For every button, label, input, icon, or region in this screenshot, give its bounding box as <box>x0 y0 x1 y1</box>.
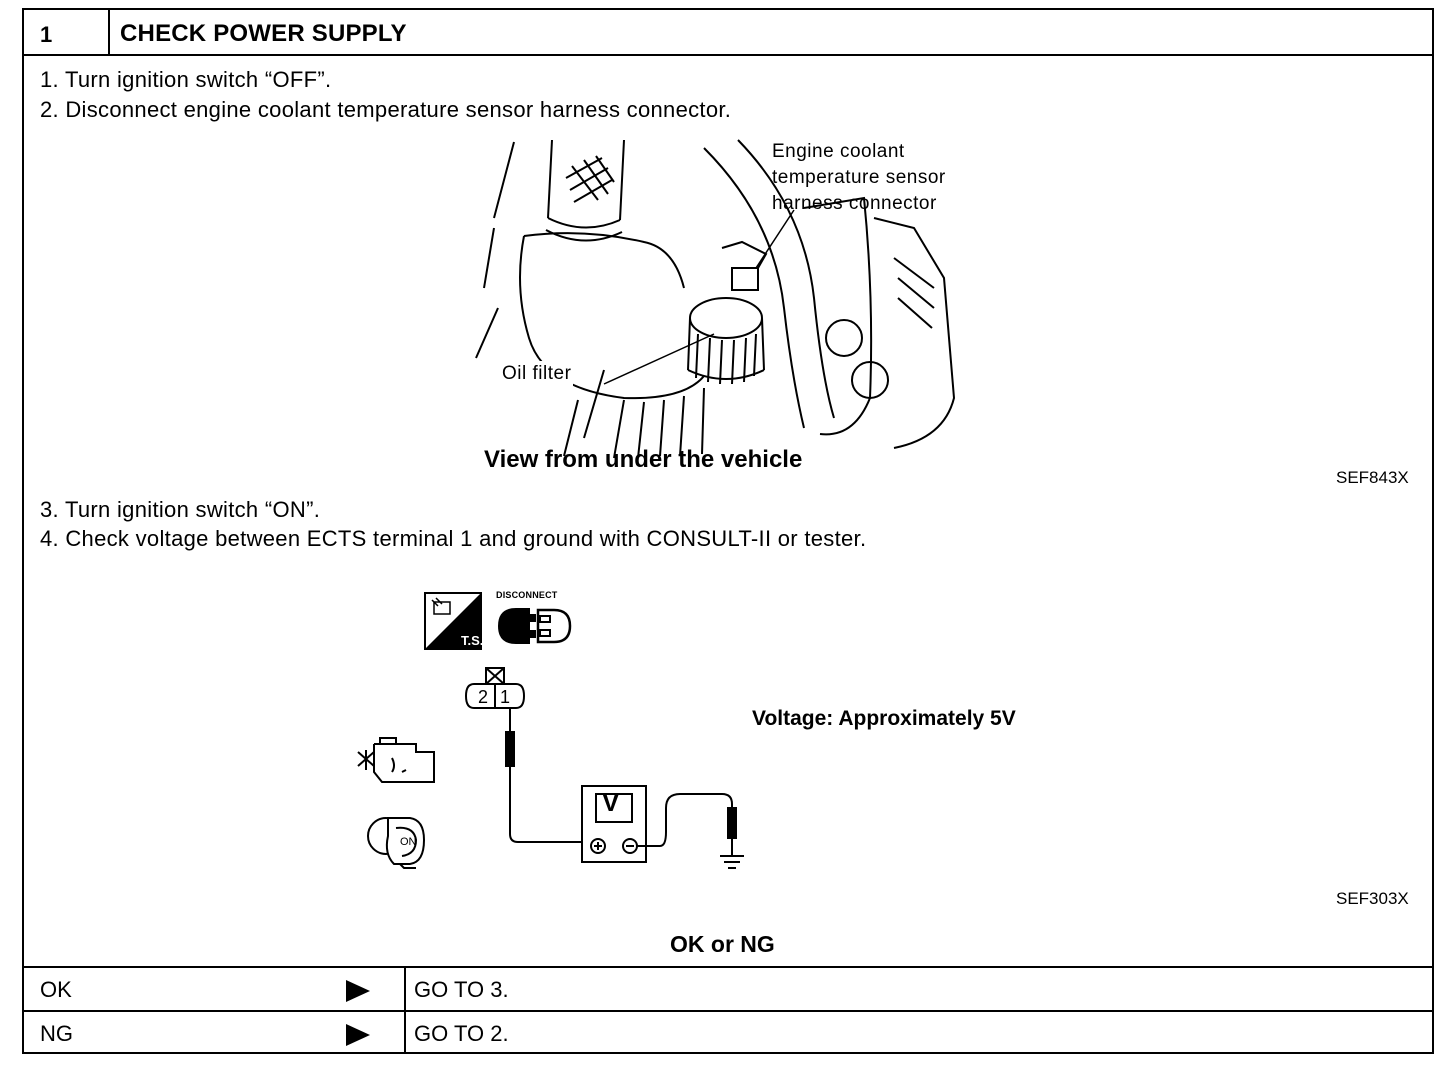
voltmeter-symbol: V <box>602 787 620 817</box>
results-divider <box>404 966 406 1052</box>
ok-or-ng-question: OK or NG <box>670 931 775 957</box>
step-title: CHECK POWER SUPPLY <box>120 20 407 47</box>
ok-arrow-icon <box>346 980 370 1002</box>
connector-callout-line-1: Engine coolant <box>772 141 905 162</box>
figure1-caption: View from under the vehicle <box>484 446 803 473</box>
ts-badge-icon <box>424 592 482 650</box>
figure2-code: SEF303X <box>1336 889 1409 908</box>
oil-filter-callout: Oil filter <box>500 361 574 387</box>
engine-icon <box>357 737 435 783</box>
result-ng-label: NG <box>40 1021 73 1046</box>
engine-underside-illustration <box>475 139 956 459</box>
header-rule <box>24 54 1432 56</box>
ignition-on-label: ON <box>400 836 417 848</box>
step-number: 1 <box>40 22 53 47</box>
result-ok-label: OK <box>40 977 72 1002</box>
result-ok-action: GO TO 3. <box>414 977 509 1002</box>
ng-arrow-icon <box>346 1024 370 1046</box>
voltage-check-wiring <box>464 667 744 869</box>
instruction-2: 2. Disconnect engine coolant temperature… <box>40 97 732 122</box>
disconnect-label: DISCONNECT <box>496 590 558 600</box>
terminal-1-label: 1 <box>500 687 511 707</box>
instruction-1: 1. Turn ignition switch “OFF”. <box>40 67 332 92</box>
results-mid-rule <box>24 1010 1432 1012</box>
header-divider <box>108 10 110 54</box>
procedure-frame: 1 CHECK POWER SUPPLY 1. Turn ignition sw… <box>22 8 1434 1054</box>
ts-badge-label: T.S. <box>461 633 484 648</box>
instruction-3: 3. Turn ignition switch “ON”. <box>40 497 321 522</box>
terminal-2-label: 2 <box>478 687 489 707</box>
instruction-4: 4. Check voltage between ECTS terminal 1… <box>40 526 867 551</box>
results-top-rule <box>24 966 1432 968</box>
result-ng-action: GO TO 2. <box>414 1021 509 1046</box>
disconnect-connector-icon <box>498 608 572 644</box>
connector-callout-line-2: temperature sensor <box>772 167 946 188</box>
ignition-key-icon <box>367 817 426 869</box>
figure1-code: SEF843X <box>1336 468 1409 487</box>
connector-callout-line-3: harness connector <box>772 193 937 214</box>
voltage-spec: Voltage: Approximately 5V <box>752 707 1016 730</box>
